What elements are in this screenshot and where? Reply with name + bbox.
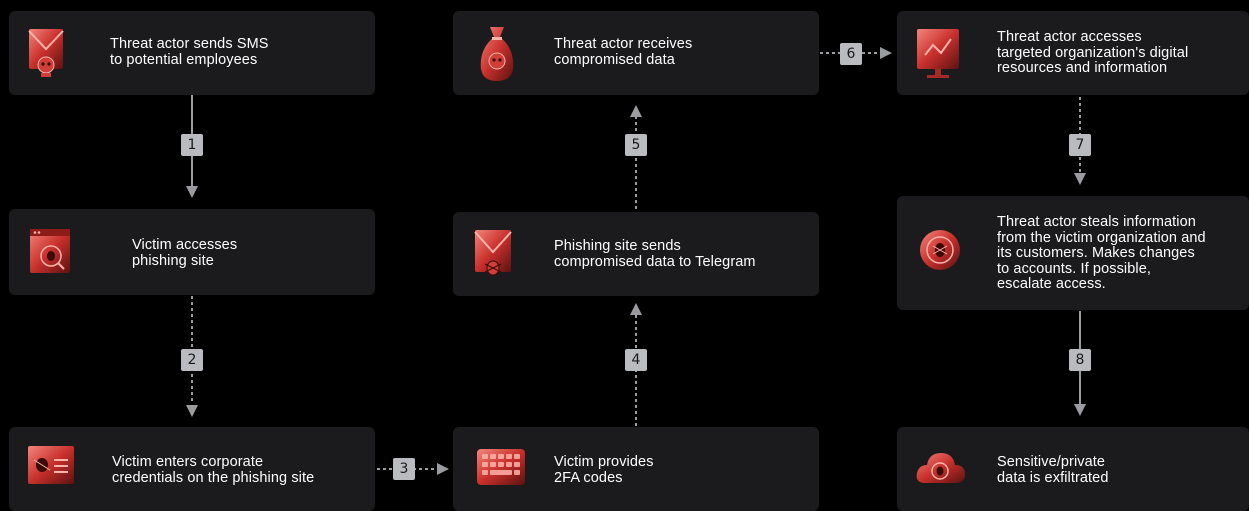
- step-badge-7: 7: [1069, 134, 1091, 156]
- step-card-access: Victim accesses phishing site: [9, 209, 375, 295]
- envelope-skull-icon: [28, 29, 64, 77]
- step-card-resources: Threat actor accesses targeted organizat…: [897, 11, 1249, 95]
- step-badge-3: 3: [393, 458, 415, 480]
- form-bug-icon: [28, 446, 74, 484]
- arrow-5-line: [630, 105, 642, 209]
- step-text-telegram: Phishing site sends compromised data to …: [554, 238, 756, 270]
- step-badge-4: 4: [625, 349, 647, 371]
- money-bag-skull-icon: [480, 27, 514, 81]
- bug-target-icon: [920, 230, 960, 270]
- step-card-twofa: Victim provides 2FA codes: [453, 427, 819, 511]
- step-text-steals: Threat actor steals information from the…: [997, 214, 1206, 292]
- browser-bug-icon: [30, 229, 70, 273]
- step-text-enter: Victim enters corporate credentials on t…: [112, 454, 315, 486]
- step-card-receive: Threat actor receives compromised data: [453, 11, 819, 95]
- step-badge-1: 1: [181, 134, 203, 156]
- step-badge-8: 8: [1069, 349, 1091, 371]
- step-card-steals: Threat actor steals information from the…: [897, 196, 1249, 310]
- cloud-bug-icon: [916, 453, 965, 483]
- monitor-chart-icon: [917, 29, 959, 78]
- step-text-receive: Threat actor receives compromised data: [554, 36, 693, 68]
- step-card-enter: Victim enters corporate credentials on t…: [9, 427, 375, 511]
- step-text-access: Victim accesses phishing site: [132, 237, 238, 269]
- step-text-twofa: Victim provides 2FA codes: [554, 454, 654, 486]
- step-card-exfil: Sensitive/private data is exfiltrated: [897, 427, 1249, 511]
- step-card-telegram: Phishing site sends compromised data to …: [453, 212, 819, 296]
- step-text-exfil: Sensitive/private data is exfiltrated: [997, 454, 1109, 486]
- step-card-sms: Threat actor sends SMS to potential empl…: [9, 11, 375, 95]
- keyboard-icon: [477, 449, 525, 485]
- envelope-bug-icon: [474, 230, 512, 276]
- step-badge-2: 2: [181, 349, 203, 371]
- step-text-resources: Threat actor accesses targeted organizat…: [997, 29, 1189, 76]
- step-badge-6: 6: [840, 43, 862, 65]
- step-text-sms: Threat actor sends SMS to potential empl…: [110, 36, 269, 68]
- step-badge-5: 5: [625, 134, 647, 156]
